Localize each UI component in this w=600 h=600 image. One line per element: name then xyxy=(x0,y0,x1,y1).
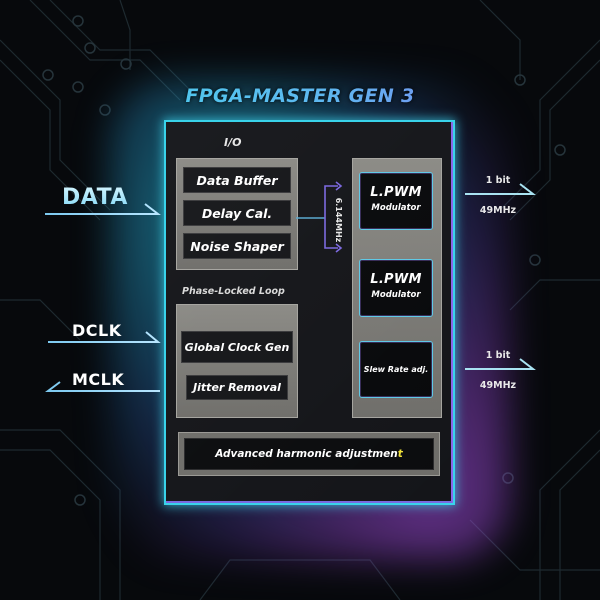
diagram-title: FPGA-MASTER GEN 3 xyxy=(0,85,600,107)
harmonic-label: Advanced harmonic adjustmen xyxy=(215,448,398,460)
modulator-group: L.PWM Modulator L.PWM Modulator Slew Rat… xyxy=(352,158,442,418)
link-frequency-label: 6.144MHz xyxy=(334,197,343,243)
modulator-subtitle: Modulator xyxy=(371,203,421,213)
io-block-group: Data Buffer Delay Cal. Noise Shaper xyxy=(176,158,298,270)
lpwm-modulator-2: L.PWM Modulator xyxy=(359,259,433,317)
modulator-title: L.PWM xyxy=(370,272,422,287)
fpga-board: I/O Data Buffer Delay Cal. Noise Shaper … xyxy=(166,122,453,503)
input-label-dclk: DCLK xyxy=(72,321,122,340)
lpwm-modulator-1: L.PWM Modulator xyxy=(359,172,433,230)
output-2-bits: 1 bit xyxy=(485,350,511,361)
io-label: I/O xyxy=(224,136,242,149)
jitter-removal-block: Jitter Removal xyxy=(186,375,288,400)
output-2-frequency: 49MHz xyxy=(479,380,517,391)
modulator-title: L.PWM xyxy=(370,185,422,200)
delay-cal-block: Delay Cal. xyxy=(183,200,291,226)
global-clock-gen-block: Global Clock Gen xyxy=(181,331,293,363)
pll-label: Phase-Locked Loop xyxy=(182,286,285,297)
harmonic-accent-char: t xyxy=(397,448,403,460)
output-1-frequency: 49MHz xyxy=(479,205,517,216)
slew-rate-label: Slew Rate adj. xyxy=(363,365,429,374)
modulator-subtitle: Modulator xyxy=(371,290,421,300)
output-1-bits: 1 bit xyxy=(485,175,511,186)
data-buffer-block: Data Buffer xyxy=(183,167,291,193)
input-label-mclk: MCLK xyxy=(72,370,125,389)
slew-rate-block: Slew Rate adj. xyxy=(359,341,433,398)
input-label-data: DATA xyxy=(62,185,128,210)
noise-shaper-block: Noise Shaper xyxy=(183,233,291,259)
pll-block-group: Global Clock Gen Jitter Removal xyxy=(176,304,298,418)
